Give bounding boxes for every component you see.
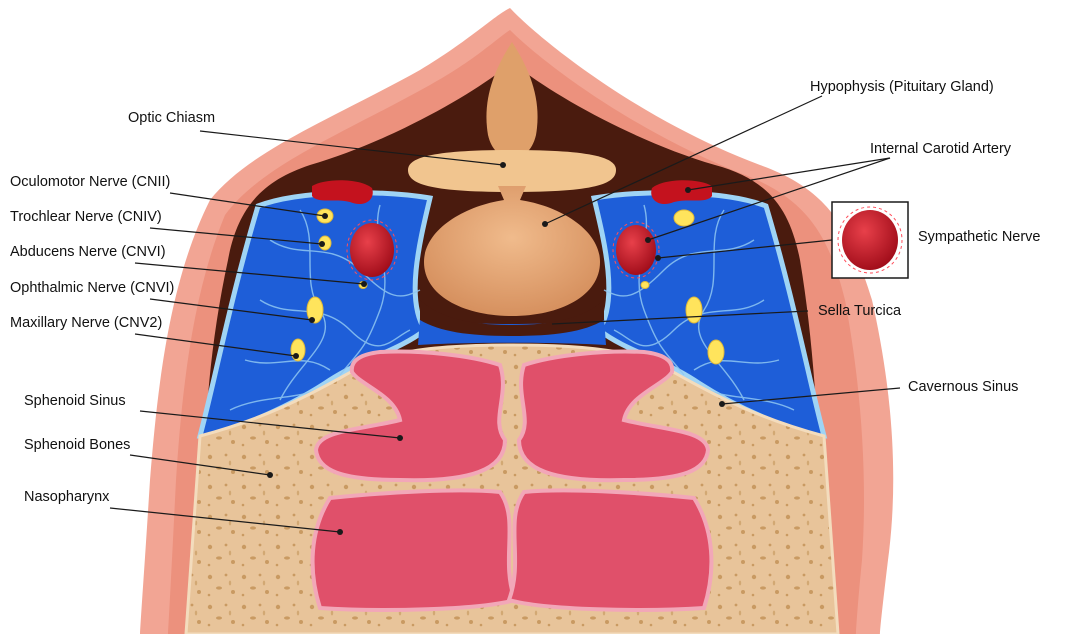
- label-abducens-nerve: Abducens Nerve (CNVI): [10, 244, 166, 260]
- optic-chiasm-body: [408, 150, 616, 192]
- label-optic-chiasm: Optic Chiasm: [128, 110, 215, 126]
- nasopharynx-left: [313, 490, 515, 610]
- label-trochlear-nerve: Trochlear Nerve (CNIV): [10, 209, 162, 225]
- label-ophthalmic-nerve: Ophthalmic Nerve (CNVI): [10, 280, 174, 296]
- sympathetic-inset: [832, 202, 908, 278]
- label-sella-turcica: Sella Turcica: [818, 303, 902, 319]
- label-sympathetic-nerve: Sympathetic Nerve: [918, 229, 1041, 245]
- label-maxillary-nerve: Maxillary Nerve (CNV2): [10, 315, 162, 331]
- label-sphenoid-sinus: Sphenoid Sinus: [24, 393, 126, 409]
- label-hypophysis: Hypophysis (Pituitary Gland): [810, 79, 994, 95]
- label-internal-carotid-artery: Internal Carotid Artery: [870, 141, 1012, 157]
- label-sphenoid-bones: Sphenoid Bones: [24, 437, 130, 453]
- label-oculomotor-nerve: Oculomotor Nerve (CNII): [10, 174, 170, 190]
- label-nasopharynx: Nasopharynx: [24, 489, 110, 505]
- nasopharynx-right: [509, 490, 711, 610]
- label-cavernous-sinus: Cavernous Sinus: [908, 379, 1018, 395]
